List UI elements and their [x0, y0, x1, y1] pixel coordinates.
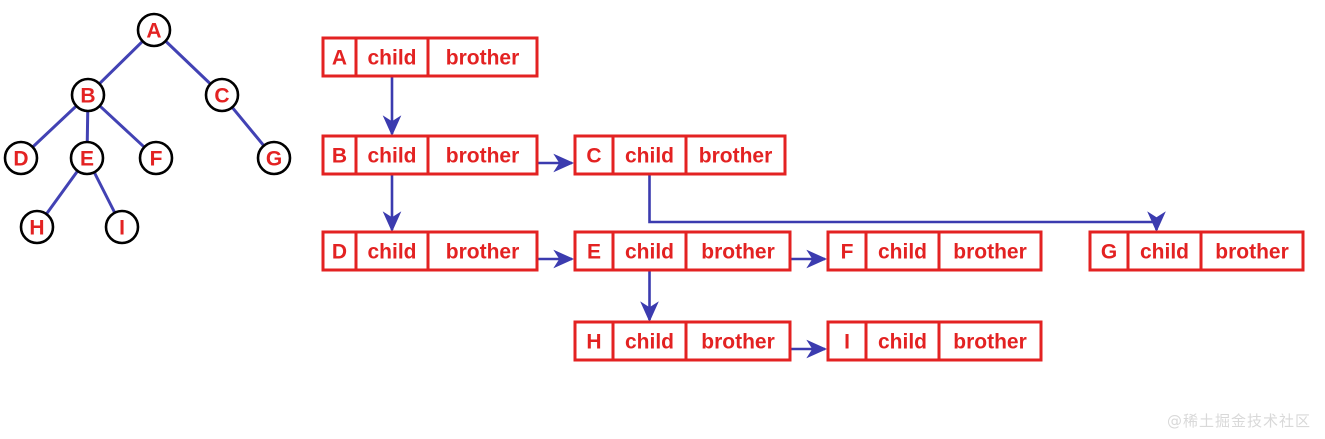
list-node-key: A — [332, 47, 347, 70]
list-node-brother-cell: brother — [953, 241, 1027, 264]
list-node-brother-cell: brother — [446, 145, 520, 168]
list-node-border — [826, 230, 1043, 272]
tree-node-d[interactable]: D — [3, 140, 39, 176]
list-node-child-cell: child — [625, 145, 674, 168]
tree-node-label: B — [80, 85, 95, 108]
list-node-border — [573, 134, 787, 176]
list-node-border — [321, 134, 539, 176]
tree-node-label: H — [29, 217, 44, 240]
list-node-child-cell: child — [625, 241, 674, 264]
list-link-group — [382, 76, 1166, 359]
tree-edge-group — [30, 38, 266, 217]
list-node-border — [573, 320, 792, 362]
pointer-c-child-to-g — [648, 174, 1166, 233]
tree-edge-b-f — [97, 103, 147, 150]
watermark: @稀土掘金技术社区 — [1166, 412, 1311, 430]
list-node-brother-cell: brother — [701, 241, 775, 264]
tree-node-a[interactable]: A — [136, 12, 172, 48]
tree-edge-e-h — [44, 168, 80, 217]
tree-node-circle — [204, 77, 240, 113]
list-node-border — [321, 230, 539, 272]
list-node-child-cell: child — [878, 241, 927, 264]
list-node-child-cell: child — [1140, 241, 1189, 264]
tree-node-h[interactable]: H — [19, 209, 55, 245]
list-node-child-cell: child — [367, 241, 416, 264]
list-node-child-cell: child — [367, 47, 416, 70]
tree-node-circle — [69, 140, 105, 176]
tree-node-circle — [138, 140, 174, 176]
list-node-key: D — [332, 241, 347, 264]
tree-node-e[interactable]: E — [69, 140, 105, 176]
tree-node-label: A — [146, 20, 161, 43]
list-node-key: E — [587, 241, 601, 264]
tree-edge-c-g — [230, 105, 266, 148]
tree-node-circle — [104, 209, 140, 245]
list-node-child-cell: child — [367, 145, 416, 168]
tree-edge-a-c — [163, 38, 213, 87]
list-node-border — [321, 36, 539, 78]
tree-node-group: A B C D E F G H I — [3, 12, 292, 245]
list-node-key: H — [586, 331, 601, 354]
tree-node-b[interactable]: B — [70, 77, 106, 113]
tree-edge-e-i — [92, 169, 117, 216]
tree-edge-b-d — [30, 103, 79, 150]
tree-node-circle — [70, 77, 106, 113]
list-node-brother-cell: brother — [699, 145, 773, 168]
tree-node-i[interactable]: I — [104, 209, 140, 245]
tree-node-circle — [256, 140, 292, 176]
list-node-brother-cell: brother — [701, 331, 775, 354]
tree-node-f[interactable]: F — [138, 140, 174, 176]
list-node-brother-cell: brother — [953, 331, 1027, 354]
list-node-border — [573, 230, 792, 272]
tree-node-circle — [19, 209, 55, 245]
list-node-border — [826, 320, 1043, 362]
list-node-brother-cell: brother — [446, 47, 520, 70]
tree-node-label: G — [266, 148, 282, 171]
tree-node-label: I — [119, 217, 125, 240]
list-node-key: B — [332, 145, 347, 168]
tree-node-label: C — [214, 85, 229, 108]
tree-node-label: F — [150, 148, 163, 171]
list-node-brother-cell: brother — [446, 241, 520, 264]
tree-node-g[interactable]: G — [256, 140, 292, 176]
tree-edge-b-e — [85, 108, 90, 145]
list-node-key: F — [841, 241, 854, 264]
list-node-key: G — [1101, 241, 1117, 264]
list-node-brother-cell: brother — [1215, 241, 1289, 264]
tree-node-circle — [136, 12, 172, 48]
list-node-key: C — [586, 145, 601, 168]
tree-node-label: E — [80, 148, 94, 171]
tree-edge-a-b — [97, 39, 145, 86]
list-node-key: I — [844, 331, 850, 354]
list-node-child-cell: child — [625, 331, 674, 354]
tree-node-label: D — [13, 148, 28, 171]
tree-node-circle — [3, 140, 39, 176]
tree-node-c[interactable]: C — [204, 77, 240, 113]
list-node-border — [1088, 230, 1305, 272]
list-node-child-cell: child — [878, 331, 927, 354]
